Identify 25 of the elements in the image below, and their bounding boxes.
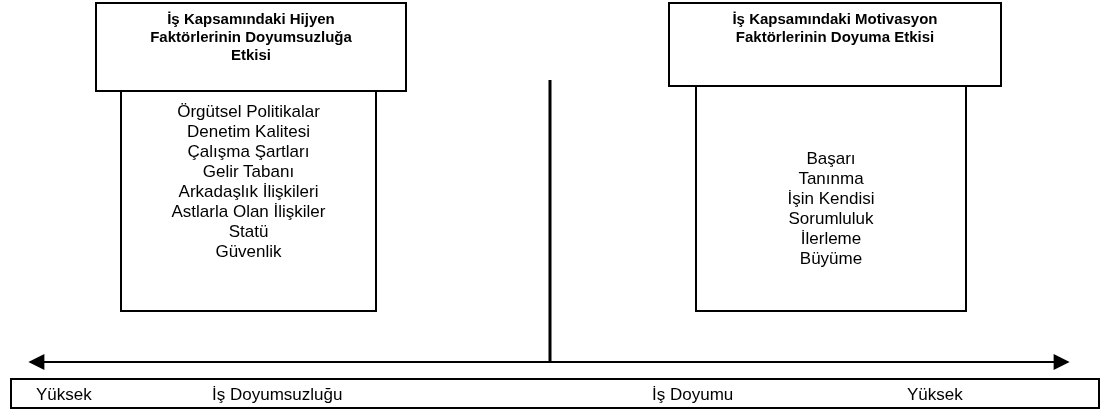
factor-text: Sorumluluk [788, 209, 874, 229]
factor-text: Denetim Kalitesi [187, 122, 310, 142]
factor-text: Çalışma Şartları [187, 142, 310, 162]
factor-text: İlerleme [800, 229, 862, 249]
factor-text: Astlarla Olan İlişkiler [171, 202, 326, 222]
scale-label: Yüksek [907, 385, 963, 405]
factor-text: Büyüme [799, 249, 863, 269]
header-box [95, 2, 407, 92]
list-box [695, 85, 967, 312]
scale-bar [10, 378, 1100, 409]
list-box [120, 90, 377, 312]
scale-label: İş Doyumsuzluğu [212, 385, 343, 405]
factor-text: Güvenlik [215, 242, 282, 262]
factor-text: Gelir Tabanı [202, 162, 295, 182]
factor-text: İşin Kendisi [787, 189, 875, 209]
factor-text: Başarı [806, 149, 856, 169]
scale-label: İş Doyumu [652, 385, 734, 405]
factor-text: Tanınma [798, 169, 864, 189]
header-text: İş Kapsamındaki Motivasyon Faktörlerinin Doyuma Etkisi [731, 10, 939, 46]
scale-label: Yüksek [36, 385, 92, 405]
factor-text: Örgütsel Politikalar [177, 102, 320, 122]
header-box [668, 2, 1002, 87]
header-text: İş Kapsamındaki Hijyen Faktörlerinin Doyumsuzluğa Etkisi [149, 10, 353, 64]
factor-text: Arkadaşlık İlişkileri [178, 182, 319, 202]
factor-text: Statü [228, 222, 269, 242]
